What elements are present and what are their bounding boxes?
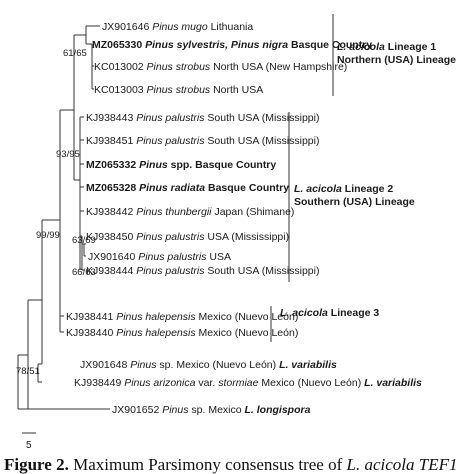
lineage-2-label: L. acicola Lineage 2: [294, 183, 393, 195]
support-66-63: 66/63: [72, 267, 96, 278]
leaf-kj938440: KJ938440 Pinus halepensis Mexico (Nuevo …: [66, 327, 298, 339]
branch: [86, 25, 100, 89]
branch: [92, 65, 94, 90]
branch: [41, 219, 60, 364]
leaf-jx901648: JX901648 Pinus sp. Mexico (Nuevo León) L…: [80, 359, 337, 371]
leaf-kj938451: KJ938451 Pinus palustris South USA (Miss…: [86, 135, 319, 147]
scale-bar-label: 5: [26, 440, 32, 451]
scale-bar: 5: [22, 432, 36, 451]
leaf-kj938444: KJ938444 Pinus palustris South USA (Miss…: [86, 265, 319, 277]
support-99-99: 99/99: [36, 230, 60, 241]
branch: [80, 116, 84, 212]
leaf-mz065330: MZ065330 Pinus sylvestris, Pinus nigra B…: [92, 39, 372, 51]
lineage-1-sublabel: Northern (USA) Lineage: [337, 54, 456, 66]
leaf-kj938449: KJ938449 Pinus arizonica var. stormiae M…: [74, 377, 422, 389]
branch: [59, 315, 64, 333]
leaf-kc013002: KC013002 Pinus strobus North USA (New Ha…: [94, 61, 347, 73]
tree-branches: [17, 25, 110, 410]
branch: [59, 109, 74, 330]
leaf-mz065328: MZ065328 Pinus radiata Basque Country: [86, 182, 289, 194]
support-63-69: 63/69: [72, 235, 96, 246]
leaf-jx901652: JX901652 Pinus sp. Mexico L. longispora: [112, 404, 311, 416]
support-93-95: 93/95: [56, 149, 80, 160]
branch: [73, 34, 86, 181]
branch: [83, 243, 86, 257]
leaf-kc013003: KC013003 Pinus strobus North USA: [94, 84, 263, 96]
leaf-kj938443: KJ938443 Pinus palustris South USA (Miss…: [86, 112, 319, 124]
branch: [17, 354, 28, 410]
leaf-kj938450: KJ938450 Pinus palustris USA (Mississipp…: [86, 231, 289, 243]
lineage-3-label: L. acicola Lineage 3: [280, 307, 379, 319]
support-78-51: 78/51: [16, 366, 40, 377]
leaf-kj938441: KJ938441 Pinus halepensis Mexico (Nuevo …: [66, 311, 298, 323]
leaf-labels: JX901646 Pinus mugo Lithuania MZ065330 P…: [66, 21, 422, 416]
lineage-2-sublabel: Southern (USA) Lineage: [294, 196, 415, 208]
leaf-jx901646: JX901646 Pinus mugo Lithuania: [102, 21, 253, 33]
lineage-1-label: L. acicola Lineage 1: [337, 41, 436, 53]
branch: [37, 363, 42, 383]
leaf-jx901640: JX901640 Pinus palustris USA: [88, 251, 231, 263]
figure-caption: Figure 2. Maximum Parsimony consensus tr…: [4, 455, 457, 474]
lineage-brackets: [270, 14, 334, 342]
leaf-mz065332: MZ065332 Pinus spp. Basque Country: [86, 159, 276, 171]
support-values: 61/65 93/95 99/99 63/69 66/63 78/51: [16, 48, 96, 377]
support-61-65: 61/65: [63, 48, 87, 59]
leaf-kj938442: KJ938442 Pinus thunbergii Japan (Shimane…: [86, 206, 294, 218]
